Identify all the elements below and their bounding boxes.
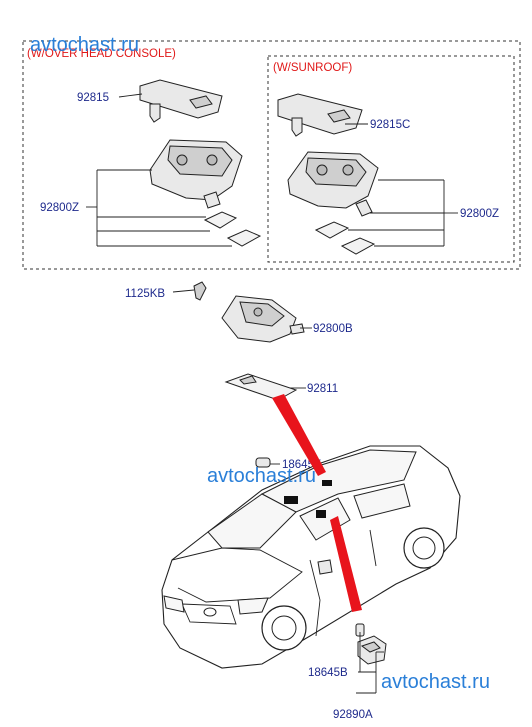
bracket-92815c (277, 93, 363, 137)
part-number-92815c: 92815C (370, 119, 410, 131)
trunk-lamp-92890a (357, 635, 387, 665)
sunroof-frame (267, 55, 515, 263)
leader-1125kb (172, 289, 195, 293)
leader-92800z-left (86, 169, 232, 247)
part-number-92811: 92811 (307, 383, 338, 395)
part-number-92815: 92815 (77, 92, 109, 104)
watermark-bottom: avtochast.ru (381, 671, 490, 693)
part-number-92800z-right: 92800Z (460, 208, 499, 220)
lens-92811 (224, 373, 298, 401)
part-number-92800z-left: 92800Z (40, 202, 79, 214)
lens-right-1 (314, 221, 350, 239)
part-number-92800b: 92800B (313, 323, 353, 335)
pointer-to-trunk-lamp (330, 516, 362, 612)
part-number-18645b: 18645B (308, 667, 348, 679)
overhead-console-label: (W/OVER HEAD CONSOLE) (27, 48, 176, 60)
leader-92800z-right (348, 179, 458, 247)
leader-92815 (118, 93, 143, 98)
part-number-1125kb: 1125KB (125, 288, 165, 300)
room-lamp-92800b (221, 295, 305, 343)
map-lamp-assembly-right (287, 151, 379, 217)
lens-right-2 (340, 237, 376, 255)
bulb-18645f (255, 457, 271, 468)
lens-left-2 (226, 229, 262, 247)
car-lamp-location-mid (316, 510, 326, 518)
leader-92890a-bracket (356, 632, 384, 694)
car-lamp-location-rear (322, 480, 332, 486)
overhead-console-frame (22, 40, 521, 270)
watermark-middle: avtochast.ru (207, 465, 316, 487)
part-number-92890a: 92890A (333, 709, 373, 721)
pointer-to-roof-lamp (272, 394, 326, 476)
watermark-top: avtochast.ru (30, 34, 139, 56)
bracket-92815 (139, 79, 223, 123)
map-lamp-assembly-left (149, 139, 243, 209)
car-lamp-location-front (284, 496, 298, 504)
sunroof-label: (W/SUNROOF) (273, 62, 352, 74)
car-illustration (161, 445, 461, 669)
screw-1125kb (193, 281, 207, 301)
lens-left-1 (203, 211, 238, 229)
